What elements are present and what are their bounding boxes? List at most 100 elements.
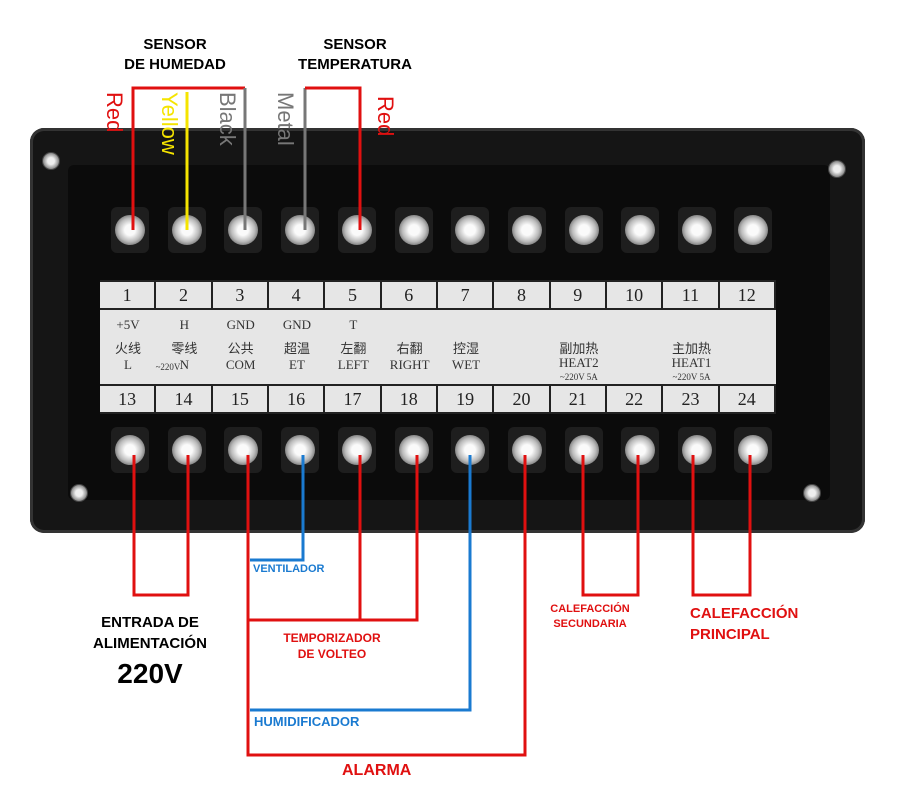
wire-label-metal: Metal (273, 92, 298, 146)
terminal-screw-icon (115, 215, 145, 245)
wire-heat1 (691, 455, 752, 597)
terminal-screw-icon (625, 435, 655, 465)
terminal-number: 24 (720, 386, 776, 412)
pin-label-en: N (179, 357, 190, 372)
terminal-screw-icon (285, 215, 315, 245)
terminal-number: 13 (100, 386, 157, 412)
screw-icon (42, 152, 60, 170)
pin-label-en: ET (289, 357, 305, 372)
top-pin-label: GND (226, 317, 255, 332)
terminal-screw-icon (569, 215, 599, 245)
wire-timer (248, 455, 419, 622)
terminal-screw-icon (228, 435, 258, 465)
humidifier-label: HUMIDIFICADOR (254, 714, 360, 729)
pin-label-en: WET (451, 357, 481, 372)
terminal-bottom (111, 427, 149, 473)
wire-fan (250, 455, 305, 562)
terminal-number: 8 (494, 282, 551, 308)
top-pin-label: T (349, 317, 358, 332)
wire-label-yellow: Yellow (157, 92, 182, 155)
terminal-number: 9 (551, 282, 607, 308)
wire-power (132, 455, 190, 597)
terminal-number: 5 (325, 282, 382, 308)
terminal-screw-icon (625, 215, 655, 245)
pin-label-en: COM (225, 357, 256, 372)
terminal-number: 6 (382, 282, 438, 308)
screw-icon (828, 160, 846, 178)
terminal-number: 2 (156, 282, 213, 308)
terminal-top (451, 207, 489, 253)
terminal-bottom (338, 427, 376, 473)
timer-label: TEMPORIZADOR DE VOLTEO (283, 631, 381, 661)
terminal-number: 10 (607, 282, 664, 308)
wire-label-red-temp: Red (373, 96, 398, 137)
terminal-top (224, 207, 262, 253)
heat2-cn: 副加热 (559, 341, 599, 356)
wire-red-humidity (131, 86, 245, 230)
terminal-number: 19 (438, 386, 495, 412)
wire-label-red: Red (102, 92, 127, 133)
terminal-screw-icon (455, 215, 485, 245)
terminal-top (395, 207, 433, 253)
terminal-top (111, 207, 149, 253)
pin-label-cn: 超温 (283, 341, 310, 356)
terminal-top (281, 207, 319, 253)
terminal-number: 11 (663, 282, 720, 308)
wire-red-temp (305, 86, 362, 230)
pin-label-cn: 公共 (227, 341, 254, 356)
heat1-cn: 主加热 (671, 341, 711, 356)
alarm-label: ALARMA (342, 762, 412, 779)
terminal-number: 21 (551, 386, 607, 412)
top-pin-label: GND (282, 317, 312, 332)
terminal-number: 1 (100, 282, 157, 308)
terminal-bottom (508, 427, 546, 473)
primary-heating-label: CALEFACCIÓN PRINCIPAL (690, 605, 799, 643)
terminal-number: 15 (213, 386, 269, 412)
terminal-top (565, 207, 603, 253)
terminal-number: 7 (438, 282, 495, 308)
power-voltage-label: 220V (117, 658, 183, 689)
terminal-bottom (678, 427, 716, 473)
terminal-screw-icon (399, 435, 429, 465)
top-pin-label: H (179, 317, 190, 332)
terminal-number: 20 (494, 386, 551, 412)
pin-label-cn: 右翻 (396, 341, 423, 356)
terminal-number: 16 (269, 386, 326, 412)
heat2-en: HEAT2 (558, 355, 599, 370)
terminal-number: 12 (720, 282, 776, 308)
terminal-top (678, 207, 716, 253)
voltage-note: ~220V (155, 362, 181, 372)
terminal-top (508, 207, 546, 253)
terminal-screw-icon (738, 215, 768, 245)
terminal-number: 17 (325, 386, 382, 412)
terminal-number: 22 (607, 386, 664, 412)
pin-label-en: RIGHT (389, 357, 430, 372)
wire-humidifier (250, 455, 472, 712)
screw-icon (70, 484, 88, 502)
terminal-screw-icon (512, 435, 542, 465)
terminal-bottom (621, 427, 659, 473)
top-pin-label: +5V (116, 317, 140, 332)
humidity-sensor-header: SENSOR DE HUMEDAD (124, 36, 226, 73)
terminal-bottom (224, 427, 262, 473)
terminal-screw-icon (342, 435, 372, 465)
power-input-label: ENTRADA DE ALIMENTACIÓN (93, 614, 207, 652)
pin-label-cn: 火线 (114, 341, 141, 356)
pin-label-en: L (124, 357, 132, 372)
terminal-top (338, 207, 376, 253)
terminal-number: 4 (269, 282, 326, 308)
heat2-rating: ~220V 5A (559, 372, 598, 382)
temperature-sensor-header: SENSOR TEMPERATURA (298, 36, 412, 73)
heat1-en: HEAT1 (671, 355, 712, 370)
terminal-bottom (734, 427, 772, 473)
pin-label-cn: 左翻 (340, 341, 367, 356)
secondary-heating-label: CALEFACCIÓN SECUNDARIA (550, 603, 630, 630)
terminal-screw-icon (738, 435, 768, 465)
terminal-top (734, 207, 772, 253)
wire-label-black: Black (215, 92, 240, 146)
terminal-screw-icon (342, 215, 372, 245)
